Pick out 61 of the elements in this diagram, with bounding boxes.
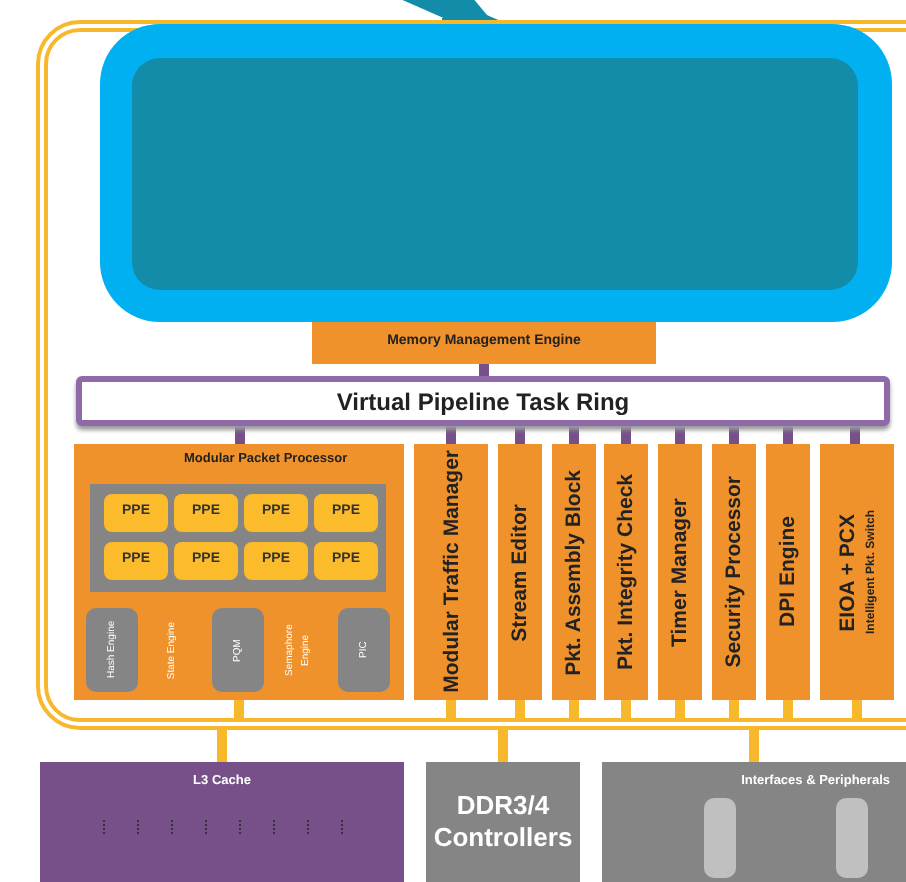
connector bbox=[675, 700, 685, 722]
function-block bbox=[766, 444, 810, 700]
connector bbox=[217, 730, 227, 762]
controller-block bbox=[426, 762, 580, 882]
peripherals-block bbox=[602, 762, 906, 882]
connector bbox=[729, 426, 739, 444]
connector bbox=[621, 700, 631, 722]
connector bbox=[235, 426, 245, 444]
function-block bbox=[498, 444, 542, 700]
connector bbox=[783, 700, 793, 722]
connector bbox=[749, 730, 759, 762]
engine-block bbox=[338, 608, 390, 692]
ppe-block bbox=[244, 542, 308, 580]
processor-block bbox=[74, 444, 404, 700]
connector bbox=[234, 700, 244, 722]
ppe-block bbox=[104, 542, 168, 580]
bus-frame bbox=[36, 20, 906, 730]
block-title: EIOA + PCX bbox=[835, 513, 859, 631]
block-title: Security Processor bbox=[722, 476, 746, 668]
connector bbox=[515, 700, 525, 722]
ppe-block bbox=[244, 494, 308, 532]
ppe-block bbox=[314, 494, 378, 532]
connector bbox=[446, 700, 456, 722]
connector bbox=[675, 426, 685, 444]
ppe-block bbox=[314, 542, 378, 580]
connector bbox=[852, 700, 862, 722]
connector bbox=[569, 426, 579, 444]
cache-block bbox=[40, 762, 404, 882]
connector bbox=[498, 730, 508, 762]
block-title: DDR3/4 Controllers bbox=[431, 790, 575, 854]
connector bbox=[729, 700, 739, 722]
function-block bbox=[820, 444, 894, 700]
engine-block bbox=[212, 608, 264, 692]
block-title: Virtual Pipeline Task Ring bbox=[336, 385, 630, 419]
connector bbox=[850, 426, 860, 444]
block-title: Stream Editor bbox=[508, 503, 532, 641]
ppe-block bbox=[174, 494, 238, 532]
connector bbox=[479, 364, 489, 376]
function-block bbox=[604, 444, 648, 700]
block-title: Pkt. Integrity Check bbox=[614, 473, 638, 671]
ppe-block bbox=[104, 494, 168, 532]
engine-bar bbox=[312, 322, 656, 364]
connector bbox=[621, 426, 631, 444]
function-block bbox=[414, 444, 488, 700]
engine-block bbox=[86, 608, 138, 692]
connector bbox=[569, 700, 579, 722]
processor-panel bbox=[100, 24, 892, 322]
block-title: Pkt. Assembly Block bbox=[562, 469, 586, 675]
block-title: DPI Engine bbox=[776, 516, 800, 628]
connector bbox=[446, 426, 456, 444]
function-block bbox=[658, 444, 702, 700]
connector bbox=[783, 426, 793, 444]
function-block bbox=[712, 444, 756, 700]
connector bbox=[515, 426, 525, 444]
ppe-array-panel bbox=[90, 484, 386, 592]
ppe-block bbox=[174, 542, 238, 580]
processor-core-panel bbox=[132, 58, 858, 290]
task-ring-bar bbox=[76, 376, 890, 426]
block-title: Modular Traffic Manager bbox=[439, 450, 463, 694]
block-title: Timer Manager bbox=[668, 497, 692, 647]
function-block bbox=[552, 444, 596, 700]
